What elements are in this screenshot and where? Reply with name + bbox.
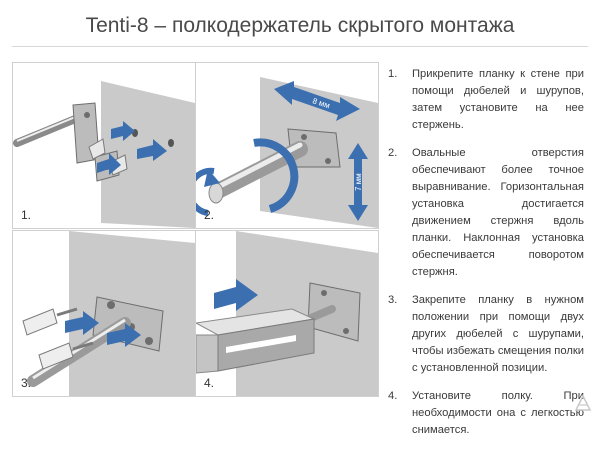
arrow-shape <box>111 121 135 141</box>
step-number: 3. <box>388 294 398 306</box>
dimension-arrow-vertical <box>348 143 368 221</box>
page-title: Tenti-8 – полкодержатель скрытого монтаж… <box>85 14 515 37</box>
instruction-step: 1. Прикрепите планку к стене при помощи … <box>388 66 584 134</box>
panel-number: 1. <box>21 208 32 222</box>
arrow-shape <box>65 311 99 335</box>
title-divider <box>12 46 588 47</box>
illustration-step-3 <box>22 231 195 396</box>
arrow-shape <box>137 139 167 161</box>
step-number: 2. <box>388 147 398 159</box>
wall-plug <box>88 138 106 160</box>
dimension-arrow-horizontal <box>274 81 360 121</box>
step-text: Прикрепите планку к стене при помощи дюб… <box>412 68 584 131</box>
arrow-shape <box>107 323 141 347</box>
panel-number: 4. <box>204 376 215 390</box>
dimension-label-vertical: 7 мм <box>354 173 363 191</box>
wall-hole <box>168 139 174 147</box>
arrow-shape <box>214 279 258 311</box>
step-text: Овальные отверстия обеспечивают более то… <box>412 147 584 278</box>
step-number: 1. <box>388 68 398 80</box>
panel-step-2: 8 мм 7 мм 2. <box>195 62 379 229</box>
panel-number: 2. <box>204 208 215 222</box>
shelf-groove <box>226 335 296 353</box>
rotation-arrow <box>253 138 299 213</box>
illustration-step-1 <box>13 81 195 228</box>
instruction-step: 2. Овальные отверстия обеспечивают более… <box>388 145 584 281</box>
instruction-step: 4. Установите полку. При необходимости о… <box>388 388 584 439</box>
instruction-list: 1. Прикрепите планку к стене при помощи … <box>388 66 584 450</box>
step-text: Закрепите планку в нужном положении при … <box>412 294 584 374</box>
panel-step-1: 1. <box>12 62 196 229</box>
instruction-step: 3. Закрепите планку в нужном положении п… <box>388 292 584 377</box>
wall-plug <box>38 342 74 370</box>
arrow-shape <box>97 153 121 175</box>
wall-plug <box>22 308 58 336</box>
illustration-step-4 <box>196 231 378 396</box>
watermark-logo-icon <box>574 394 592 411</box>
step-text: Установите полку. При необходимости она … <box>412 390 584 436</box>
panel-step-4: 4. <box>195 230 379 397</box>
step-number: 4. <box>388 390 398 402</box>
illustration-step-2: 8 мм 7 мм <box>196 77 378 228</box>
panel-step-3: 3. <box>12 230 196 397</box>
panel-number: 3. <box>21 376 32 390</box>
